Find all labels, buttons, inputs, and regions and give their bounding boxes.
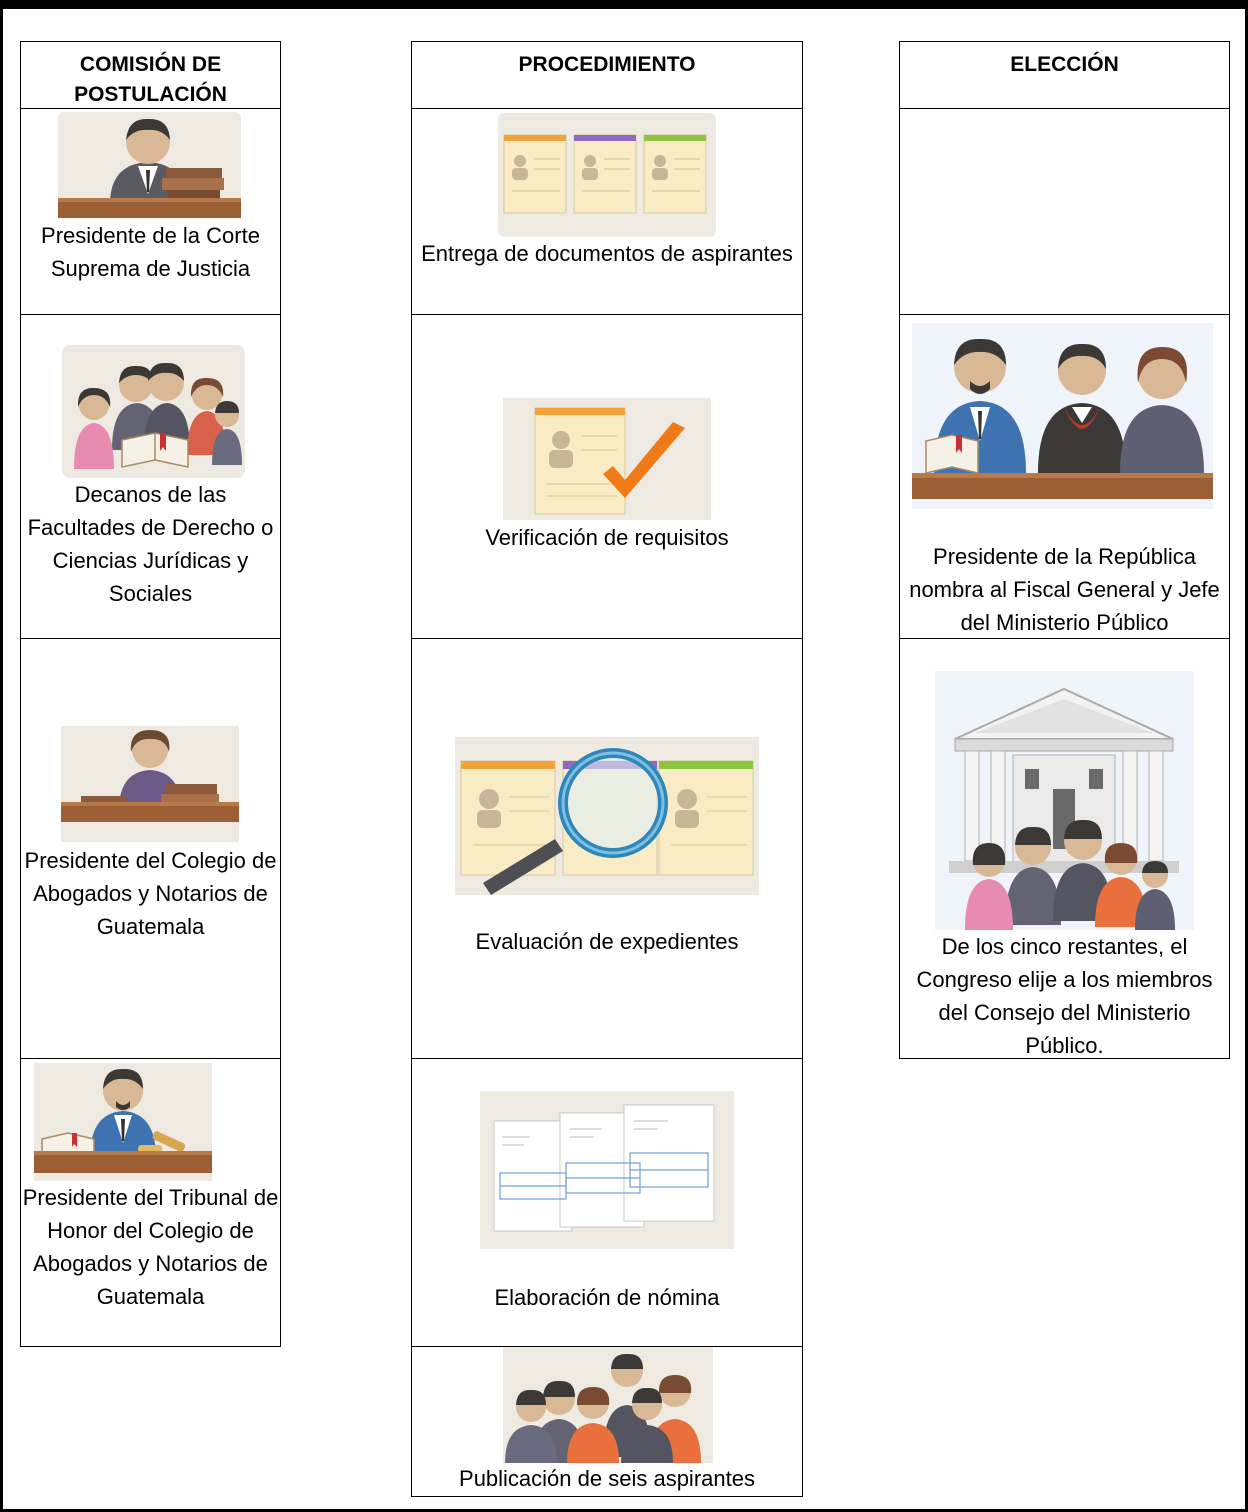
six-candidates-group-icon	[503, 1347, 713, 1463]
header-postulacion: COMISIÓN DE POSTULACIÓN	[20, 41, 281, 109]
procedimiento-item-5: Publicación de seis aspirantes	[411, 1346, 803, 1497]
postulacion-item-2: Decanos de las Facultades de Derecho o C…	[20, 314, 281, 639]
profile-card-checkmark-icon	[503, 398, 711, 520]
procedimiento-caption-3: Evaluación de expedientes	[475, 929, 739, 954]
procedimiento-item-2: Verificación de requisitos	[411, 314, 803, 639]
eleccion-item-3: De los cinco restantes, el Congreso elij…	[899, 638, 1230, 1059]
postulacion-caption-2: Decanos de las Facultades de Derecho o C…	[27, 482, 274, 606]
nomination-forms-icon	[480, 1091, 734, 1249]
woman-at-desk-with-books-icon	[61, 726, 239, 842]
postulacion-caption-3: Presidente del Colegio de Abogados y Not…	[24, 848, 277, 939]
eleccion-caption-3: De los cinco restantes, el Congreso elij…	[916, 934, 1213, 1058]
congress-building-with-people-icon	[935, 671, 1194, 930]
judge-with-gavel-and-book-icon	[34, 1063, 212, 1181]
procedimiento-caption-1: Entrega de documentos de aspirantes	[421, 241, 793, 266]
applicant-profile-cards-icon	[498, 113, 716, 237]
procedimiento-item-3: Evaluación de expedientes	[411, 638, 803, 1059]
header-eleccion: ELECCIÓN	[899, 41, 1230, 109]
eleccion-item-2: Presidente de la República nombra al Fis…	[899, 314, 1230, 639]
procedimiento-caption-2: Verificación de requisitos	[485, 525, 729, 550]
header-procedimiento: PROCEDIMIENTO	[411, 41, 803, 109]
postulacion-caption-4: Presidente del Tribunal de Honor del Col…	[22, 1185, 279, 1309]
eleccion-caption-2: Presidente de la República nombra al Fis…	[909, 544, 1220, 635]
magnifier-over-profiles-icon	[455, 737, 759, 895]
postulacion-item-3: Presidente del Colegio de Abogados y Not…	[20, 638, 281, 1059]
president-and-officials-icon	[912, 323, 1213, 509]
judge-at-desk-with-books-icon	[58, 112, 241, 218]
procedimiento-item-4: Elaboración de nómina	[411, 1058, 803, 1347]
postulacion-caption-1: Presidente de la Corte Suprema de Justic…	[41, 223, 260, 281]
procedimiento-caption-5: Publicación de seis aspirantes	[459, 1466, 755, 1491]
procedimiento-item-1: Entrega de documentos de aspirantes	[411, 108, 803, 315]
top-band	[0, 0, 1248, 9]
eleccion-item-1-empty	[899, 108, 1230, 315]
procedimiento-caption-4: Elaboración de nómina	[494, 1285, 720, 1310]
group-of-deans-with-book-icon	[62, 345, 245, 478]
postulacion-item-4: Presidente del Tribunal de Honor del Col…	[20, 1058, 281, 1347]
postulacion-item-1: Presidente de la Corte Suprema de Justic…	[20, 108, 281, 315]
